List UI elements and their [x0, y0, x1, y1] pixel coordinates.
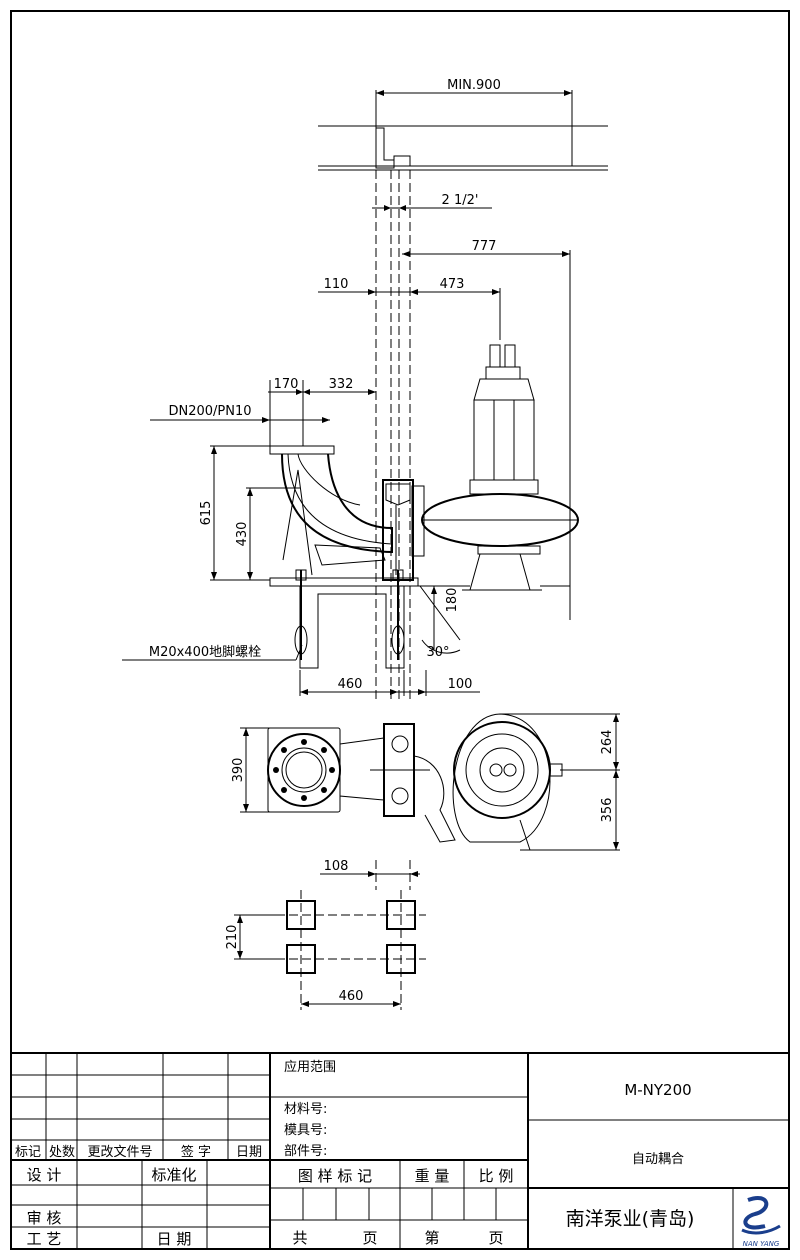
tb-company: 南洋泵业(青岛)	[566, 1208, 695, 1230]
tb-h-sign: 签 字	[181, 1144, 211, 1160]
tb-process: 工 艺	[27, 1230, 62, 1248]
tb-material: 材料号:	[284, 1102, 327, 1117]
pedestal	[299, 586, 405, 669]
discharge-flange	[269, 445, 335, 455]
tb-die: 模具号:	[284, 1123, 327, 1138]
dim-108: 108	[324, 859, 349, 874]
bolt-layout: 108 210 460	[225, 859, 426, 1010]
tb-part: 部件号:	[284, 1144, 327, 1159]
dim-460-side: 460	[338, 677, 363, 692]
tb-name: 自动耦合	[632, 1152, 684, 1167]
dim-rail-size: 2 1/2'	[442, 193, 479, 208]
page-border	[10, 10, 790, 1250]
dim-332: 332	[329, 377, 354, 392]
tb-h-date: 日期	[236, 1145, 262, 1160]
dim-180: 180	[445, 588, 460, 613]
tb-h-count: 处数	[49, 1145, 75, 1160]
logo-text: NAN YANG	[743, 1240, 780, 1248]
dim-460-bolt: 460	[339, 989, 364, 1004]
tb-h-doc: 更改文件号	[87, 1145, 152, 1160]
dim-264: 264	[600, 730, 615, 755]
coupling-base	[382, 479, 414, 581]
tb-h-mark: 标记	[15, 1145, 41, 1160]
tb-scope: 应用范围	[284, 1059, 336, 1075]
tb-page1: 页	[362, 1229, 377, 1247]
title-block: 标记 处数 更改文件号 签 字 日期 设 计 标准化 审 核 工 艺 日 期 应…	[10, 1052, 790, 1250]
tb-nth: 第	[424, 1229, 439, 1247]
side-elevation: MIN.900 2 1/2' 777 110 473	[122, 78, 620, 1010]
tb-model: M-NY200	[624, 1081, 691, 1099]
tb-review: 审 核	[27, 1209, 62, 1227]
dim-angle: 30°	[426, 645, 449, 660]
dim-170: 170	[274, 377, 299, 392]
dim-430: 430	[235, 522, 250, 547]
dim-473: 473	[440, 277, 465, 292]
tb-page2: 页	[488, 1229, 503, 1247]
label-anchor-bolt: M20x400地脚螺栓	[149, 644, 261, 660]
dim-110: 110	[324, 277, 349, 292]
dim-615: 615	[199, 501, 214, 526]
dim-210: 210	[225, 925, 240, 950]
dim-flange: DN200/PN10	[168, 404, 251, 419]
tb-scale: 比 例	[479, 1167, 514, 1185]
flange-bolt-holes	[273, 739, 335, 801]
dim-min-900: MIN.900	[447, 78, 501, 93]
dim-777: 777	[472, 239, 497, 254]
dim-390: 390	[231, 758, 246, 783]
tb-total: 共	[292, 1229, 307, 1247]
pump-body	[421, 344, 579, 591]
tb-date2: 日 期	[157, 1230, 192, 1248]
dim-100: 100	[448, 677, 473, 692]
nanyang-logo: NAN YANG	[741, 1196, 781, 1248]
tb-design: 设 计	[27, 1166, 62, 1184]
tb-pattern-mark: 图 样 标 记	[298, 1167, 372, 1185]
tb-weight: 重 量	[415, 1167, 450, 1185]
tb-standard: 标准化	[151, 1166, 196, 1184]
pump-plan-outline	[452, 713, 551, 843]
dim-356: 356	[600, 798, 615, 823]
plan-view: 390 264 356	[231, 713, 620, 851]
